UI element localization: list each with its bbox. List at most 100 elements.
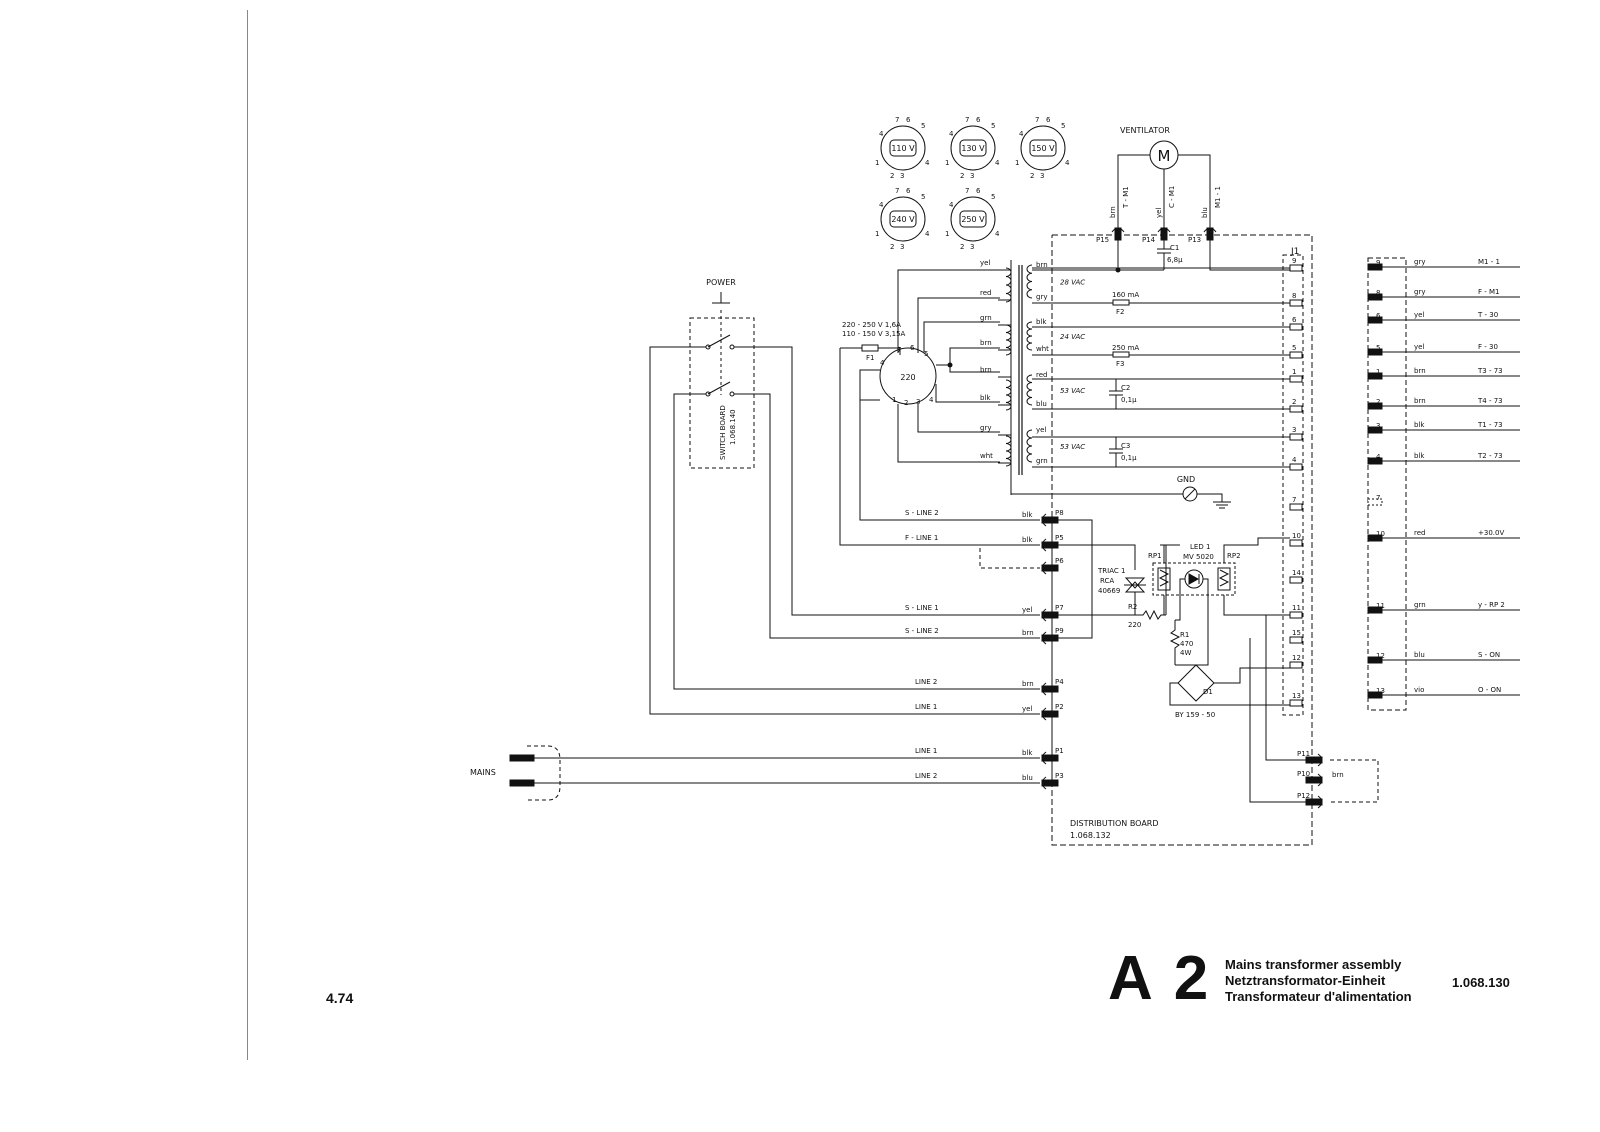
selector-pin-label: 3 xyxy=(970,172,974,180)
main-fuse-f1: 220 - 250 V 1,6A 110 - 150 V 3,15A F1 xyxy=(840,321,906,362)
svg-text:3: 3 xyxy=(916,398,920,406)
d1-part: BY 159 - 50 xyxy=(1175,711,1215,719)
line-wire-color: blk xyxy=(1022,536,1033,544)
right-pin-label: P11 xyxy=(1297,750,1310,758)
f2-label: F2 xyxy=(1116,308,1124,316)
selector-pin-label: 2 xyxy=(960,172,964,180)
triac-section: TRIAC 1 RCA 40669 R2 220 xyxy=(1052,519,1167,639)
right-pin-label: P10 xyxy=(1297,770,1310,778)
j1-pin-15: 15 xyxy=(1289,629,1303,644)
harness-wire-color: grn xyxy=(1414,601,1426,609)
harness-pin-label: 11 xyxy=(1376,602,1385,610)
selector-pin-label: 4 xyxy=(995,230,1000,238)
selector-pin-label: 7 xyxy=(1035,116,1039,124)
line-label: F - LINE 1 xyxy=(905,534,938,542)
j1-pin-3: 3 xyxy=(1289,426,1303,441)
harness-pin-label: 7 xyxy=(1376,494,1380,502)
right-wire-color: brn xyxy=(1332,771,1344,779)
line-wire-color: yel xyxy=(1022,606,1032,614)
line-label: S - LINE 2 xyxy=(905,627,939,635)
rp2-label: RP2 xyxy=(1227,552,1241,560)
voltage-selector-label: 250 V xyxy=(961,215,985,224)
primary-wire-label: wht xyxy=(980,452,993,460)
r1-label: R1 xyxy=(1180,631,1189,639)
fan-wire-color: yel xyxy=(1155,208,1163,218)
switch-board-label: SWITCH BOARD xyxy=(719,405,727,460)
j1-pin-10: 10 xyxy=(1289,532,1303,547)
line-label: S - LINE 1 xyxy=(905,604,939,612)
selector-pin-label: 5 xyxy=(991,193,995,201)
line-label: LINE 1 xyxy=(915,703,937,711)
harness-signal: y - RP 2 xyxy=(1478,601,1505,609)
j1-pin-label: 14 xyxy=(1292,569,1301,577)
line-wire-color: yel xyxy=(1022,705,1032,713)
document-number: 1.068.130 xyxy=(1452,975,1510,990)
j1-pin-7: 7 xyxy=(1289,496,1303,511)
r1-value: 470 xyxy=(1180,640,1193,648)
selector-pin-label: 1 xyxy=(945,230,949,238)
selector-pin-label: 4 xyxy=(949,130,954,138)
d1-label: D1 xyxy=(1203,688,1213,696)
page-number: 4.74 xyxy=(326,990,354,1006)
line-pin-label: P9 xyxy=(1055,627,1064,635)
right-pin-label: P12 xyxy=(1297,792,1310,800)
secondary-voltage: 53 VAC xyxy=(1060,387,1085,395)
line-connector-p6: P6 xyxy=(1041,557,1064,575)
secondary-top-wire: yel xyxy=(1036,426,1046,434)
line-connector-p2: P2 yel LINE 1 xyxy=(915,703,1064,721)
selector-pin-label: 1 xyxy=(1015,159,1019,167)
right-connector-p11: P11 xyxy=(1297,750,1323,767)
fuse-rating-2: 110 - 150 V 3,15A xyxy=(842,330,906,338)
line-pin-label: P2 xyxy=(1055,703,1064,711)
harness-signal: T - 30 xyxy=(1477,311,1498,319)
harness-signal: F - 30 xyxy=(1478,343,1498,351)
secondary-bottom-wire: wht xyxy=(1036,345,1049,353)
svg-text:6: 6 xyxy=(910,344,915,352)
selector-pin-label: 3 xyxy=(1040,172,1044,180)
secondary-top-wire: brn xyxy=(1036,261,1048,269)
right-connector-p10: P10 brn xyxy=(1297,770,1344,787)
c3-value: 0,1µ xyxy=(1121,454,1137,462)
harness-pin-label: 13 xyxy=(1376,687,1385,695)
harness-signal: M1 - 1 xyxy=(1478,258,1500,266)
secondary-bottom-wire: grn xyxy=(1036,457,1048,465)
selector-pin-label: 6 xyxy=(906,116,911,124)
harness-wire-color: blk xyxy=(1414,452,1425,460)
selector-pin-label: 1 xyxy=(945,159,949,167)
harness-pin-label: 6 xyxy=(1376,312,1381,320)
selector-pin-label: 1 xyxy=(875,230,879,238)
j1-pin-1: 1 xyxy=(1289,368,1303,383)
j1-pin-label: 10 xyxy=(1292,532,1301,540)
selector-220-label: 220 xyxy=(900,373,915,382)
switch-board: POWER SWITCH BOARD 1.068.140 xyxy=(649,278,1040,715)
output-harness-outline xyxy=(1367,257,1407,711)
secondary-top-wire: blk xyxy=(1036,318,1047,326)
f3-rating: 250 mA xyxy=(1112,344,1139,352)
harness-signal: +30.0V xyxy=(1478,529,1504,537)
harness-wire-color: brn xyxy=(1414,397,1426,405)
selector-pin-label: 2 xyxy=(1030,172,1034,180)
fuse-rating-1: 220 - 250 V 1,6A xyxy=(842,321,901,329)
distribution-board-number: 1.068.132 xyxy=(1070,831,1111,840)
voltage-selector-label: 240 V xyxy=(891,215,915,224)
secondary-voltage: 28 VAC xyxy=(1060,279,1085,287)
right-connector-p12: P12 xyxy=(1297,792,1323,809)
c1-label: C1 xyxy=(1170,244,1179,252)
harness-wire-color: gry xyxy=(1414,288,1425,296)
svg-text:4: 4 xyxy=(880,359,885,367)
fan-signal-label: C - M1 xyxy=(1168,186,1176,208)
selector-pin-label: 4 xyxy=(1019,130,1024,138)
j1-pin-label: 3 xyxy=(1292,426,1296,434)
selector-pin-label: 6 xyxy=(1046,116,1051,124)
j1-pin-14: 14 xyxy=(1289,569,1303,584)
j1-pin-8: 8 xyxy=(1289,292,1303,307)
